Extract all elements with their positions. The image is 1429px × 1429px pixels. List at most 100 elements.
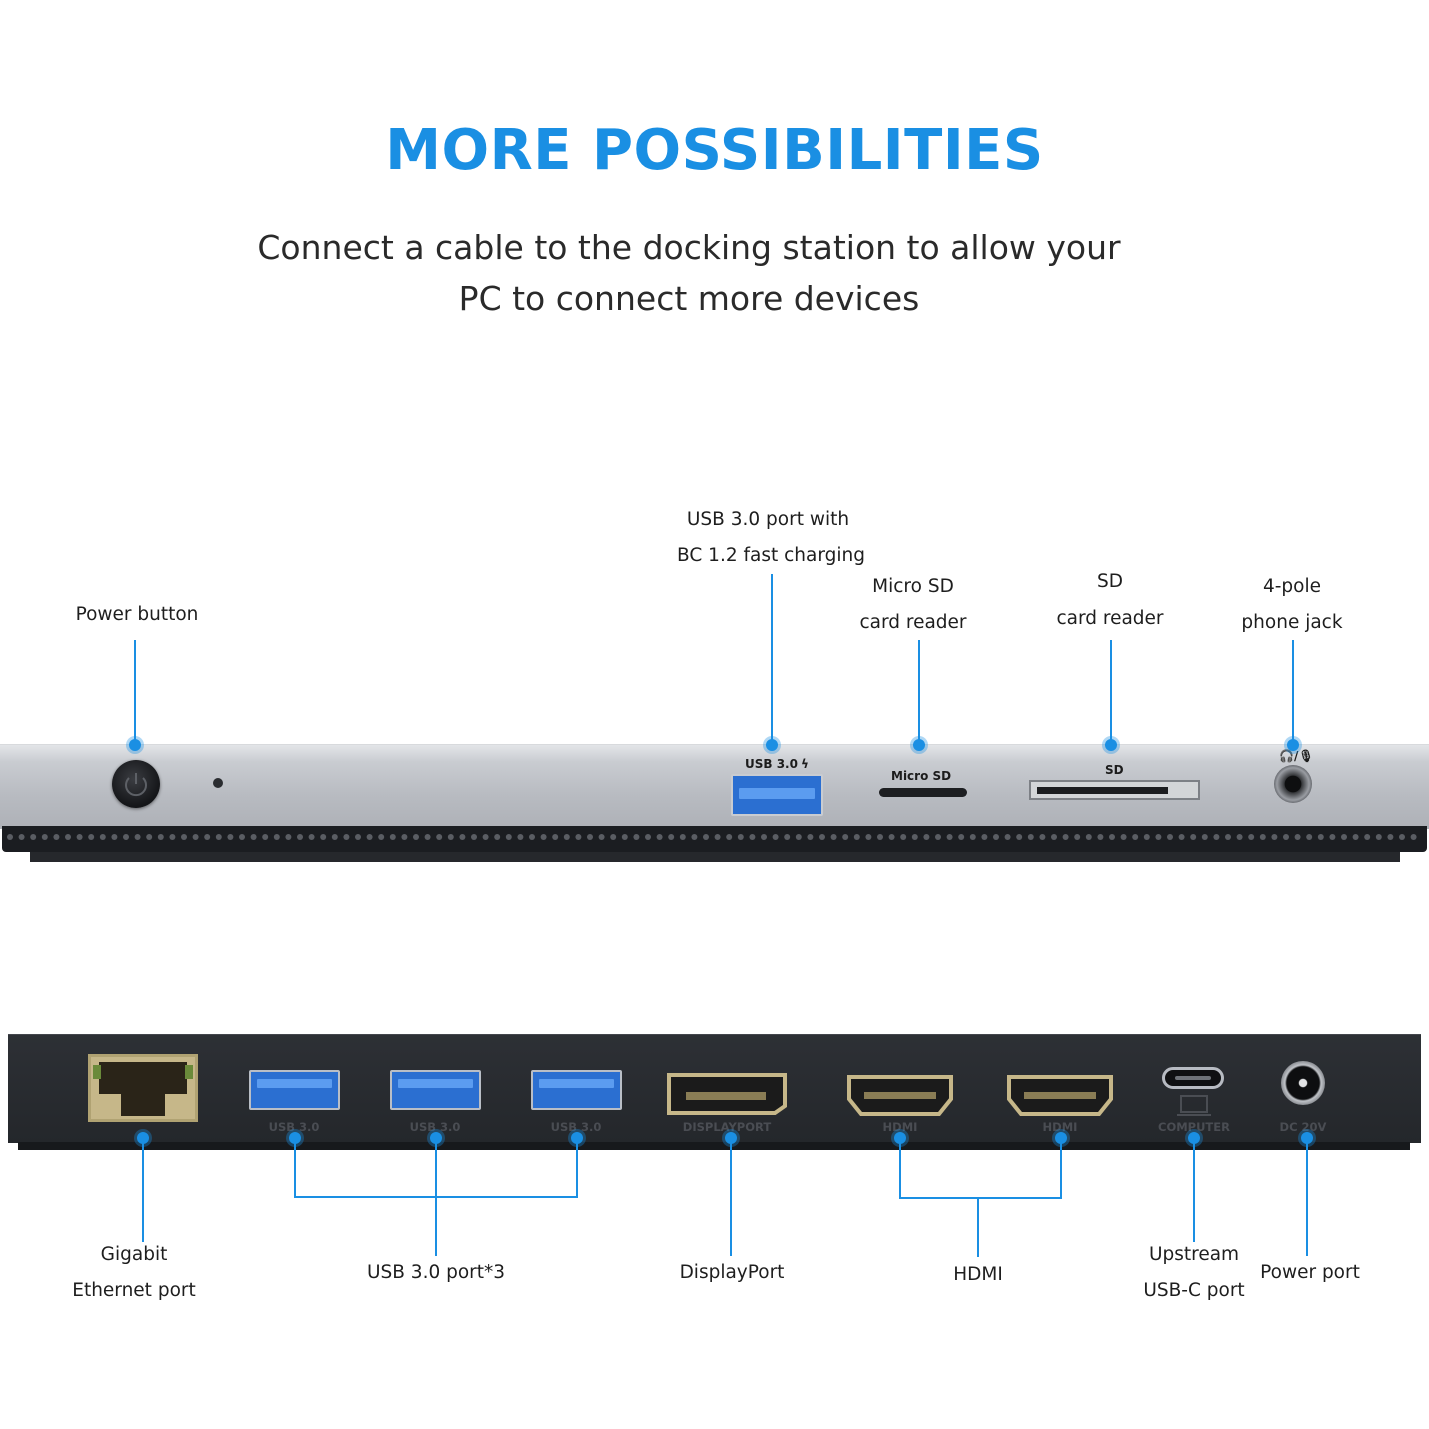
grille-hole (355, 834, 361, 840)
grille-hole (958, 834, 965, 840)
grille-hole (285, 834, 292, 840)
callout-usb-fast-line1: USB 3.0 port with (686, 509, 850, 530)
front-usb-port[interactable] (731, 774, 823, 816)
grille-hole (1039, 834, 1046, 840)
grille-hole (30, 834, 37, 840)
grille-hole (7, 834, 13, 840)
grille-hole (517, 834, 524, 840)
grille-hole (65, 834, 71, 840)
rear-usb-label-2: USB 3.0 (409, 1120, 461, 1134)
grille-hole (1201, 834, 1208, 840)
grille-hole (540, 834, 547, 840)
grille-hole (703, 834, 709, 840)
grille-hole (111, 834, 118, 840)
callout-hdmi: HDMI (953, 1264, 1003, 1285)
grille-hole (192, 834, 199, 840)
grille-hole (1167, 834, 1173, 840)
grille-hole (482, 834, 489, 840)
grille-hole (1399, 834, 1405, 840)
grille-hole (552, 834, 559, 840)
grille-hole (761, 834, 767, 840)
grille-hole (563, 834, 570, 840)
grille-hole (1259, 834, 1266, 840)
power-button[interactable] (112, 760, 160, 808)
grille-hole (529, 834, 535, 840)
ethernet-port[interactable] (88, 1054, 198, 1122)
callout-sd-line1: SD (1097, 571, 1123, 592)
grille-hole (598, 834, 605, 840)
grille-hole (1236, 834, 1243, 840)
grille-hole (1178, 834, 1185, 840)
displayport-port[interactable] (666, 1072, 788, 1116)
grille-hole (865, 834, 872, 840)
leader-ethernet (142, 1138, 144, 1242)
grille-hole (1306, 834, 1313, 840)
laptop-icon (1177, 1095, 1211, 1116)
grille-hole (413, 834, 419, 840)
grille-hole (123, 834, 129, 840)
rear-usb-port-3[interactable] (531, 1070, 622, 1110)
grille-hole (853, 834, 860, 840)
callout-jack-line1: 4-pole (1262, 576, 1322, 597)
grille-hole (877, 834, 883, 840)
grille-hole (1387, 834, 1394, 840)
displayport-label: DISPLAYPORT (682, 1120, 772, 1134)
power-icon (125, 773, 147, 797)
grille-hole (99, 834, 106, 840)
grille-hole (714, 834, 721, 840)
grille-hole (1016, 834, 1023, 840)
grille-hole (76, 834, 83, 840)
grille-hole (41, 834, 48, 840)
grille-hole (1329, 834, 1336, 840)
headset-mic-icon: 🎧/🎙 (1279, 749, 1314, 763)
hdmi-port-1[interactable] (846, 1074, 954, 1118)
grille-hole (204, 834, 211, 840)
callout-jack-line2: phone jack (1241, 612, 1343, 633)
grille-hole (1004, 834, 1011, 840)
grille-hole (621, 834, 628, 840)
usbc-port[interactable] (1162, 1067, 1224, 1089)
grille-hole (1225, 834, 1231, 840)
grille-hole (250, 834, 257, 840)
hdmi-port-2[interactable] (1006, 1074, 1114, 1118)
lightning-icon: ϟ (800, 757, 809, 771)
grille-hole (1190, 834, 1197, 840)
callout-usbc-line1: Upstream (1148, 1244, 1240, 1265)
callout-microsd-line1: Micro SD (872, 576, 954, 597)
leader-usb-1 (294, 1138, 296, 1198)
grille-hole (308, 834, 315, 840)
rear-usb-port-1[interactable] (249, 1070, 340, 1110)
grille-hole (320, 834, 327, 840)
sd-slot[interactable] (1029, 780, 1200, 800)
grille-hole (633, 834, 640, 840)
grille-hole (1213, 834, 1220, 840)
dc-power-port[interactable] (1281, 1061, 1325, 1105)
grille-hole (157, 834, 164, 840)
phone-jack[interactable] (1274, 765, 1312, 803)
grille-hole (1155, 834, 1162, 840)
grille-hole (1364, 834, 1371, 840)
grille-hole (1248, 834, 1255, 840)
callout-ethernet-line2: Ethernet port (72, 1280, 196, 1301)
microsd-slot[interactable] (879, 788, 967, 797)
marker-jack (1287, 739, 1299, 751)
marker-microsd (913, 739, 925, 751)
front-grille (2, 826, 1427, 852)
callout-usb-group: USB 3.0 port*3 (366, 1262, 506, 1283)
grille-hole (262, 834, 269, 840)
grille-hole (911, 834, 918, 840)
grille-hole (819, 834, 825, 840)
grille-hole (1132, 834, 1139, 840)
grille-hole (505, 834, 512, 840)
rear-usb-port-2[interactable] (390, 1070, 481, 1110)
grille-hole (343, 834, 350, 840)
rear-usb-label-1: USB 3.0 (268, 1120, 320, 1134)
grille-hole (215, 834, 222, 840)
grille-hole (494, 834, 501, 840)
grille-hole (610, 834, 617, 840)
marker-power-button (129, 739, 141, 751)
grille-hole (459, 834, 466, 840)
grille-hole (1271, 834, 1278, 840)
grille-hole (1027, 834, 1034, 840)
